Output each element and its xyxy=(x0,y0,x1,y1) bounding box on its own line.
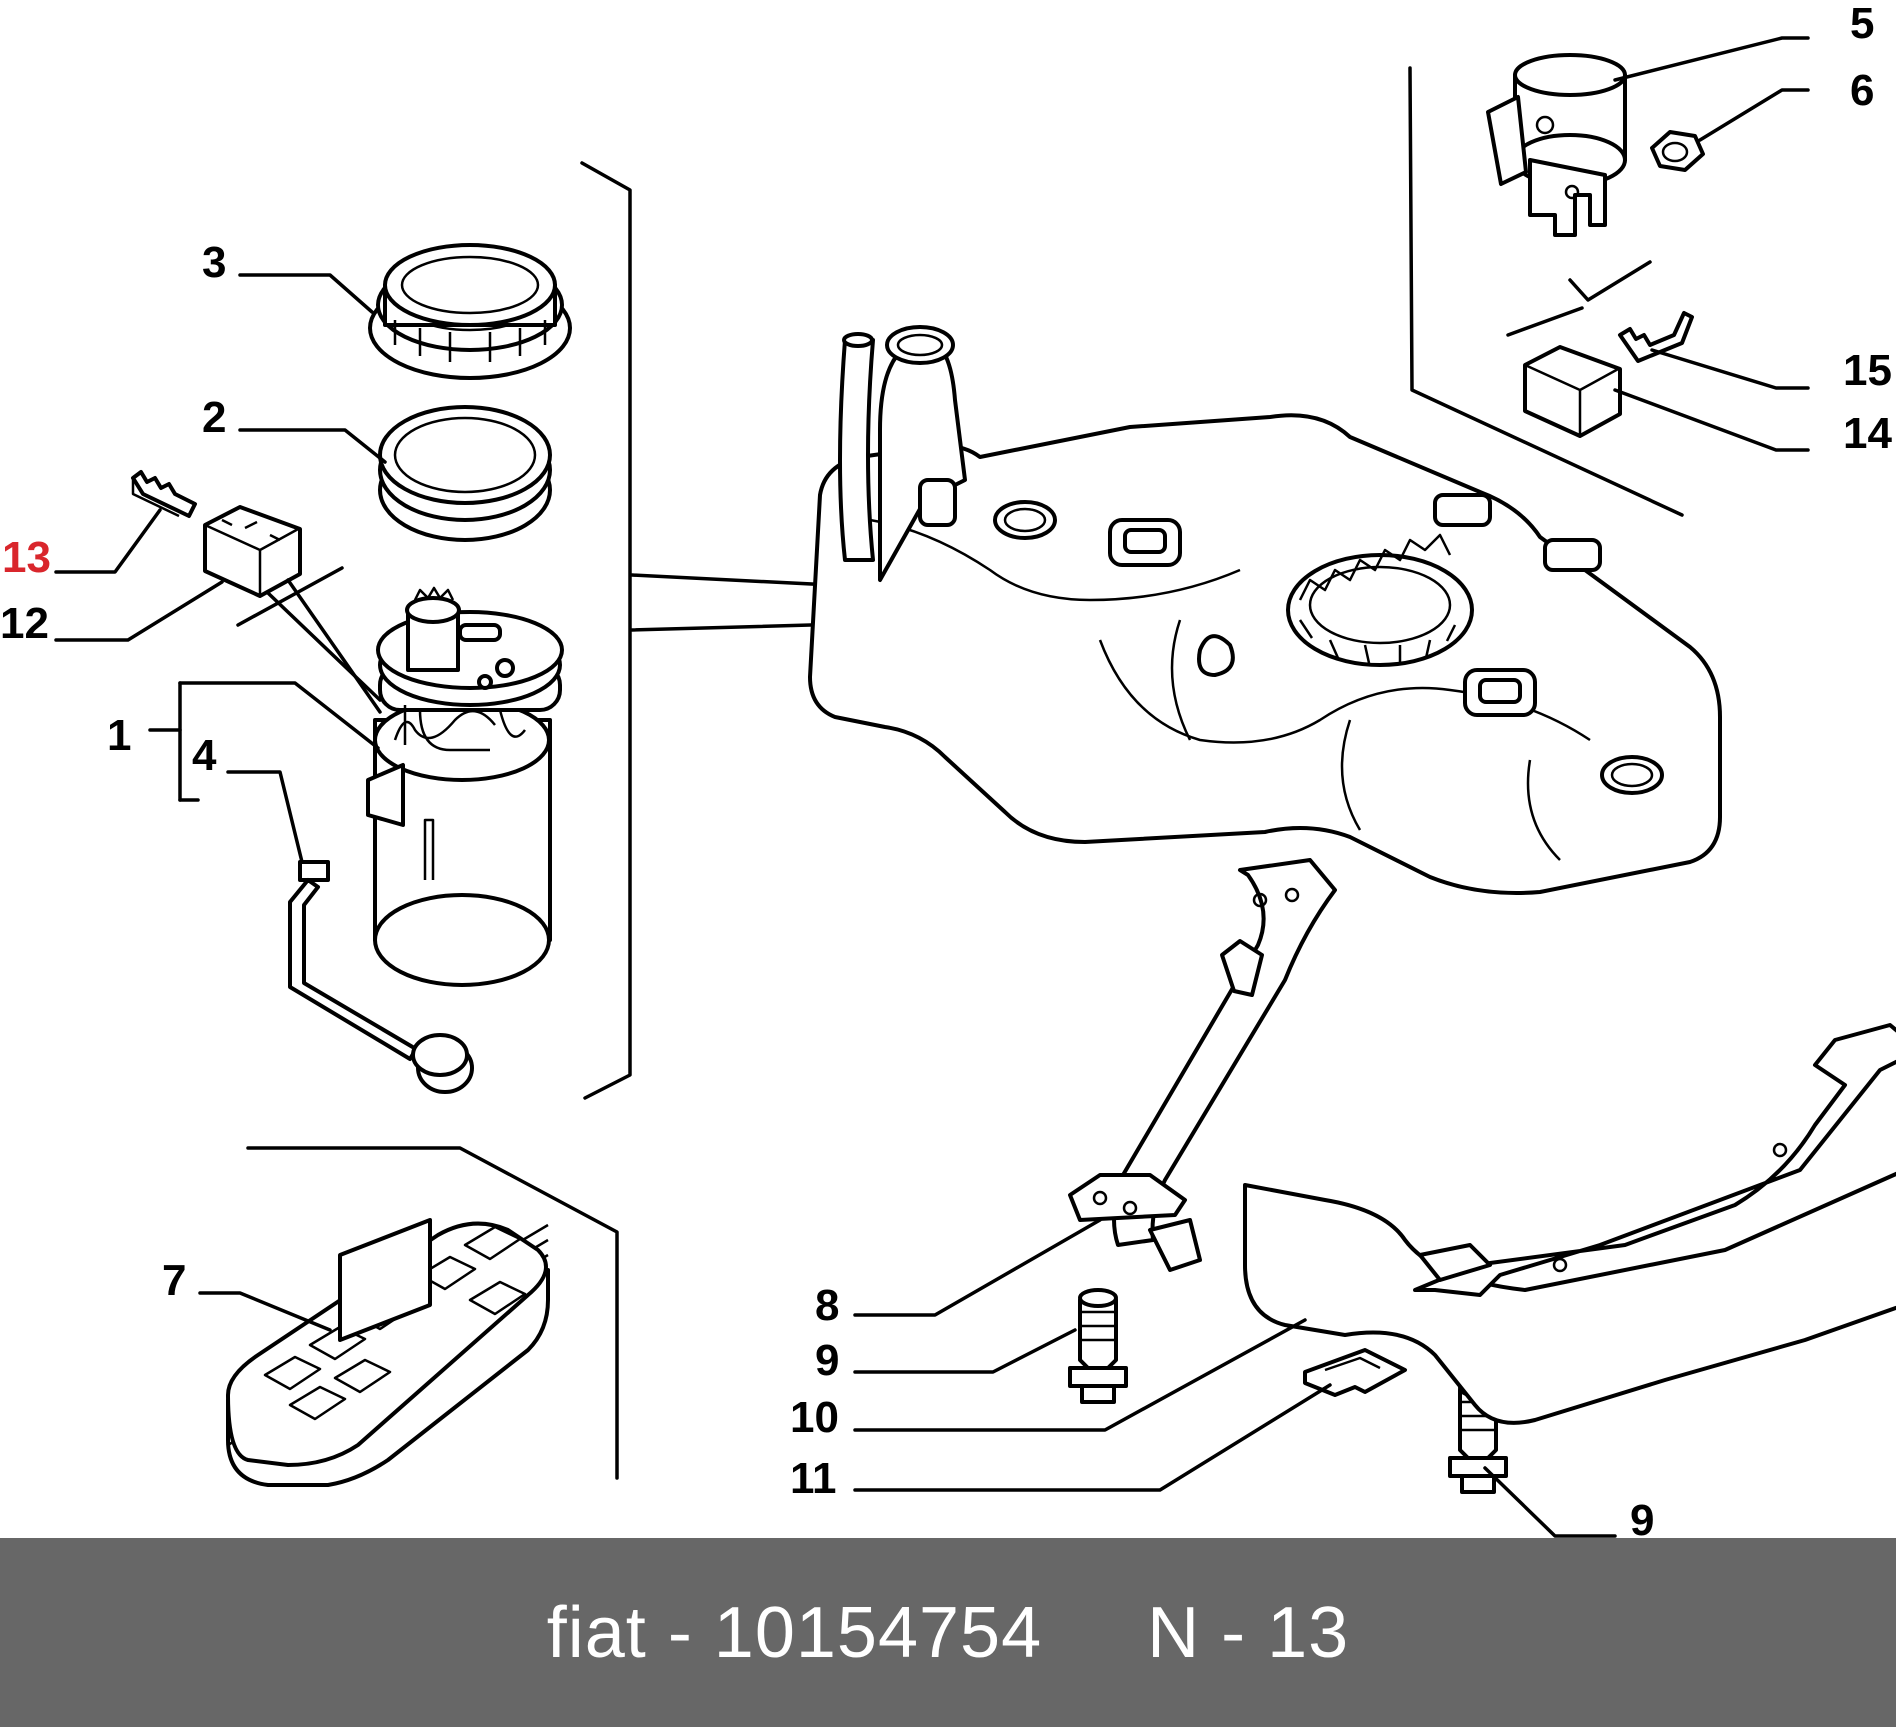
callout-2: 2 xyxy=(202,393,226,442)
callout-7: 7 xyxy=(162,1256,186,1305)
callout-12: 12 xyxy=(0,599,49,648)
caption-bar: fiat - 10154754 N - 13 xyxy=(0,1538,1896,1727)
part-3-locking-ring xyxy=(368,243,572,380)
part-10-strap xyxy=(1243,1023,1896,1425)
part-number-caption: fiat - 10154754 N - 13 xyxy=(546,1592,1350,1673)
part-9-bolt-a xyxy=(1068,1288,1128,1404)
callout-1: 1 xyxy=(107,711,131,760)
part-13-terminal xyxy=(131,470,197,518)
part-5-valve xyxy=(1486,53,1627,237)
callout-6: 6 xyxy=(1850,66,1874,115)
connector-separator xyxy=(236,566,382,714)
part-11-clip xyxy=(1303,1348,1407,1397)
bracket-7 xyxy=(246,1146,619,1480)
callout-10: 10 xyxy=(790,1393,839,1442)
callout-labels: 3 2 1 4 13 12 5 6 15 14 7 8 9 10 11 9 xyxy=(0,0,1892,1538)
exploded-parts-diagram: 3 2 1 4 13 12 5 6 15 14 7 8 9 10 11 9 xyxy=(0,0,1896,1538)
part-12-connector xyxy=(203,505,302,598)
bracket-5-15 xyxy=(1408,66,1684,517)
callout-5: 5 xyxy=(1850,0,1874,48)
valve-separator xyxy=(1506,260,1652,337)
leader-lines xyxy=(54,36,1810,1538)
callout-9-a: 9 xyxy=(815,1336,839,1385)
part-1-fuel-pump-module xyxy=(366,586,564,987)
callout-15: 15 xyxy=(1843,346,1892,395)
part-6-nut xyxy=(1650,130,1705,172)
callout-14: 14 xyxy=(1843,409,1892,458)
part-4-level-sender xyxy=(288,860,474,1094)
callout-9-b: 9 xyxy=(1630,1496,1654,1538)
callout-4: 4 xyxy=(192,731,217,780)
part-14-connector xyxy=(1523,345,1622,438)
part-7-pad xyxy=(226,1218,550,1487)
callout-3: 3 xyxy=(202,238,226,287)
part-2-seal-ring xyxy=(378,405,552,542)
fuel-tank xyxy=(808,325,1722,895)
callout-8: 8 xyxy=(815,1281,839,1330)
part-8-strap xyxy=(1068,858,1337,1272)
callout-13: 13 xyxy=(2,533,51,582)
part-15-terminal xyxy=(1618,311,1694,363)
callout-11: 11 xyxy=(790,1454,837,1503)
